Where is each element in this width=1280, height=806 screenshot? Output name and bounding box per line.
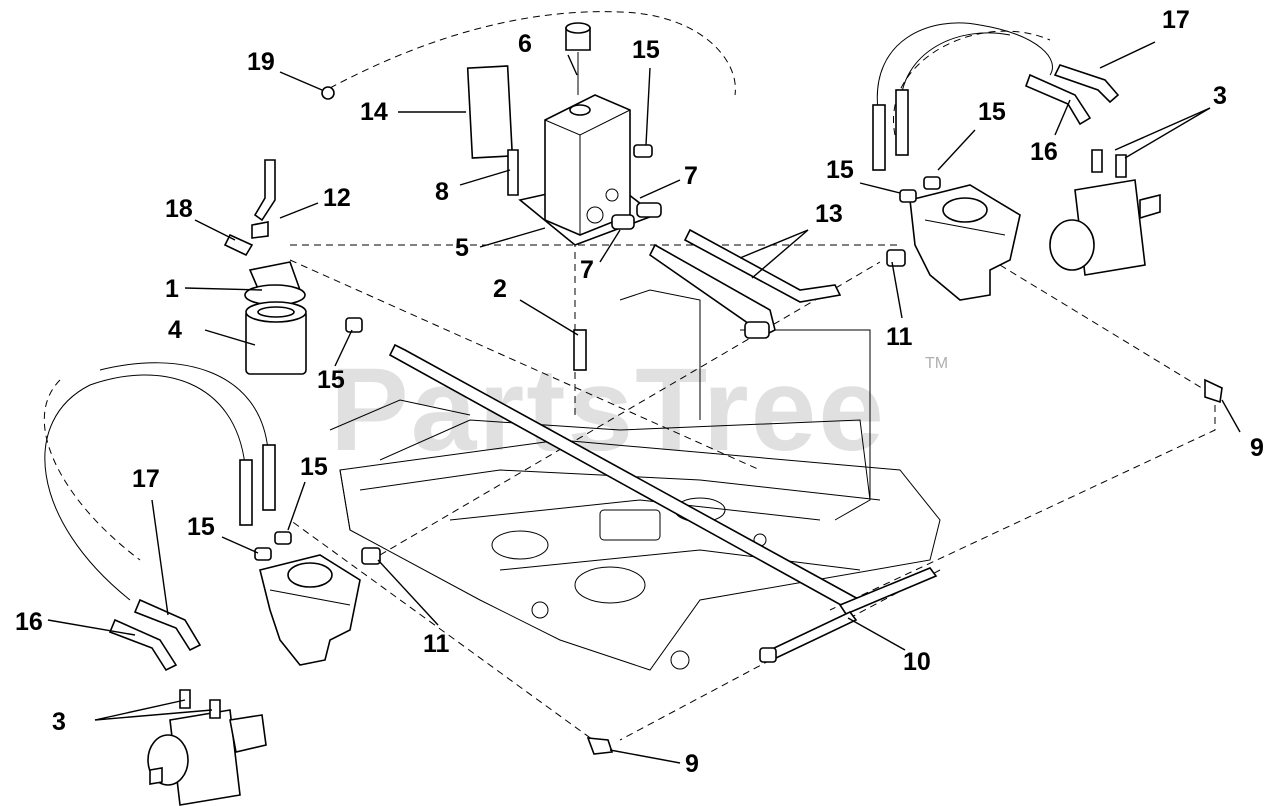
callout-6: 6: [518, 30, 532, 58]
fittings: [254, 86, 1223, 755]
callout-9: 9: [685, 750, 699, 778]
callout-5: 5: [455, 234, 469, 262]
callout-10: 10: [903, 648, 931, 676]
right-pump: [886, 184, 1021, 301]
left-pump: [259, 547, 381, 666]
callout-9: 9: [1250, 434, 1264, 462]
tube-10: [388, 343, 938, 663]
callout-2: 2: [493, 275, 507, 303]
callout-17: 17: [132, 465, 160, 493]
reservoir-assembly: [466, 22, 657, 246]
callout-7: 7: [580, 256, 594, 284]
right-motor: [1049, 149, 1161, 276]
callout-19: 19: [247, 48, 275, 76]
callout-3: 3: [1213, 82, 1227, 110]
callout-18: 18: [165, 195, 193, 223]
callout-3: 3: [52, 708, 66, 736]
watermark-trademark: TM: [925, 355, 948, 372]
hoses-13: [611, 202, 842, 339]
left-motor: [147, 689, 267, 806]
callout-4: 4: [168, 316, 182, 344]
leader-lines: [47, 41, 1241, 764]
callout-7: 7: [684, 162, 698, 190]
callout-1: 1: [165, 275, 179, 303]
callout-15: 15: [187, 513, 215, 541]
left-hoses: [44, 362, 276, 672]
callout-8: 8: [435, 178, 449, 206]
callout-15: 15: [632, 36, 660, 64]
callout-11: 11: [886, 323, 913, 351]
callout-15: 15: [826, 156, 854, 184]
callout-14: 14: [360, 98, 388, 126]
filter-assembly: [223, 159, 307, 375]
chassis-frame: [329, 289, 941, 671]
callout-15: 15: [317, 366, 345, 394]
callout-11: 11: [423, 630, 450, 658]
callouts: 19 14 6 15 17 3 15 16 15 18 12 8 7 13 5 …: [15, 6, 1264, 778]
callout-17: 17: [1162, 6, 1190, 34]
right-hoses: [872, 22, 1120, 171]
callout-15: 15: [300, 453, 328, 481]
routing-lines: [43, 11, 1216, 746]
callout-12: 12: [323, 184, 351, 212]
callout-15: 15: [978, 98, 1006, 126]
callout-16: 16: [15, 608, 43, 636]
callout-16: 16: [1030, 138, 1058, 166]
callout-13: 13: [815, 200, 843, 228]
